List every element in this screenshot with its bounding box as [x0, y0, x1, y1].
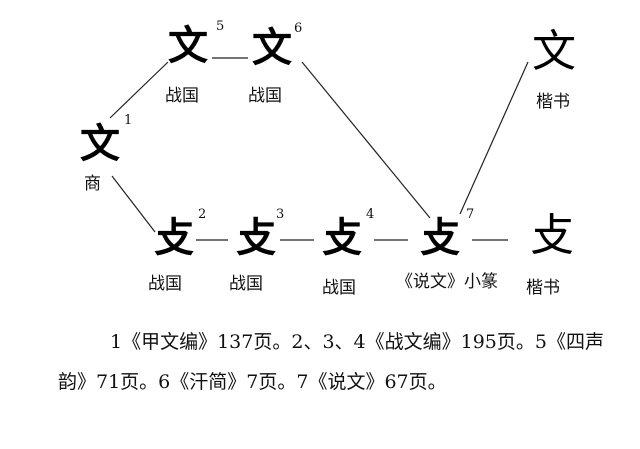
glyph-node-6: 文 — [252, 24, 292, 71]
glyph-node-1: 文 — [80, 120, 120, 167]
number-node-5: 5 — [216, 19, 225, 34]
glyph-node-2: 攴 — [154, 214, 194, 261]
label-node-7: 《说文》小篆 — [396, 272, 498, 292]
edge-6-7 — [301, 61, 431, 219]
source-caption: 1《甲文编》137页。2、3、4《战文编》195页。5《四声韵》71页。6《汗简… — [58, 331, 604, 393]
number-node-1: 1 — [124, 113, 133, 128]
edge-1-2 — [111, 175, 156, 233]
glyph-kaishu-pu: 攴 — [530, 210, 574, 261]
number-node-4: 4 — [366, 207, 375, 222]
glyph-kaishu-wen: 文 — [532, 26, 576, 77]
number-node-6: 6 — [294, 21, 303, 36]
label-kaishu-wen: 楷书 — [536, 92, 570, 112]
glyph-node-4: 攴 — [322, 214, 362, 261]
edge-7-k1 — [459, 61, 529, 215]
label-node-5: 战国 — [165, 86, 199, 106]
glyph-node-3: 攴 — [236, 214, 276, 261]
edge-1-5 — [109, 61, 169, 119]
number-node-3: 3 — [276, 207, 285, 222]
label-node-3: 战国 — [229, 274, 263, 294]
number-node-2: 2 — [198, 207, 207, 222]
glyph-node-5: 文 — [168, 22, 208, 69]
label-node-2: 战国 — [148, 274, 182, 294]
number-node-7: 7 — [466, 207, 475, 222]
label-kaishu-pu: 楷书 — [526, 278, 560, 298]
label-node-1: 商 — [84, 174, 101, 194]
label-node-6: 战国 — [248, 86, 282, 106]
label-node-4: 战国 — [322, 278, 356, 298]
glyph-node-7: 攴 — [420, 214, 460, 261]
